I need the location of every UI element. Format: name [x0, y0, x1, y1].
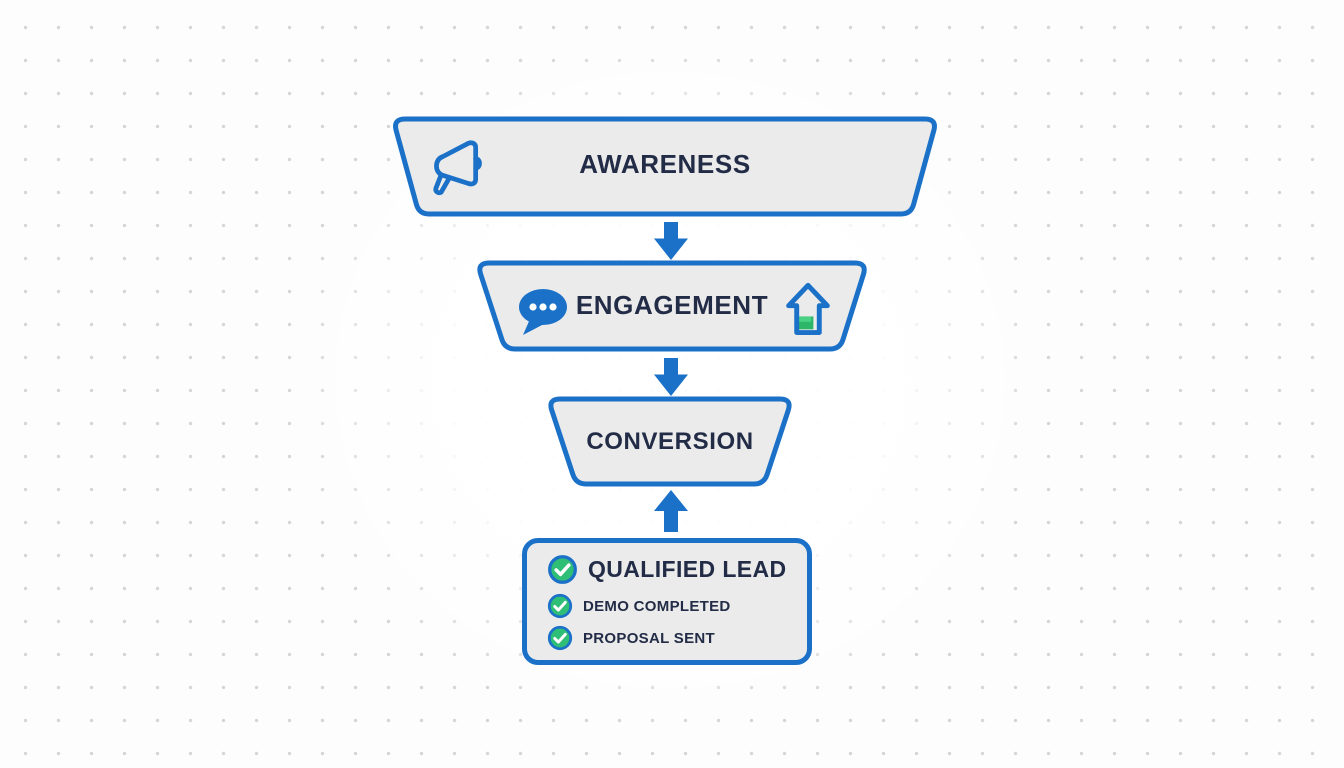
- megaphone-icon: [433, 140, 482, 196]
- lead-card-item: DEMO COMPLETED: [547, 593, 807, 619]
- check-circle-icon: [547, 625, 573, 651]
- lead-card-title-row: QUALIFIED LEAD: [547, 554, 807, 585]
- stage-awareness-shape: [393, 116, 937, 217]
- lead-card-item: PROPOSAL SENT: [547, 625, 807, 651]
- stage-conversion-label: CONVERSION: [586, 427, 754, 455]
- arrow-up-box-icon: [786, 282, 830, 336]
- arrow-down-icon: [654, 222, 688, 260]
- lead-card-item-label: DEMO COMPLETED: [583, 597, 731, 615]
- check-circle-icon: [547, 593, 573, 619]
- arrow-down-icon: [654, 358, 688, 396]
- qualified-lead-card: QUALIFIED LEAD DEMO COMPLETED PROPOSAL S…: [522, 538, 812, 665]
- chat-bubble-icon: [519, 289, 567, 335]
- stage-awareness-label: AWARENESS: [579, 148, 751, 179]
- check-circle-icon: [548, 555, 577, 584]
- lead-card-title: QUALIFIED LEAD: [588, 556, 787, 582]
- stage-conversion-shape: [548, 396, 792, 487]
- stage-engagement-label: ENGAGEMENT: [575, 289, 769, 320]
- lead-card-item-label: PROPOSAL SENT: [583, 629, 715, 647]
- arrow-up-icon: [654, 490, 688, 532]
- stage-engagement-shape: [477, 260, 867, 352]
